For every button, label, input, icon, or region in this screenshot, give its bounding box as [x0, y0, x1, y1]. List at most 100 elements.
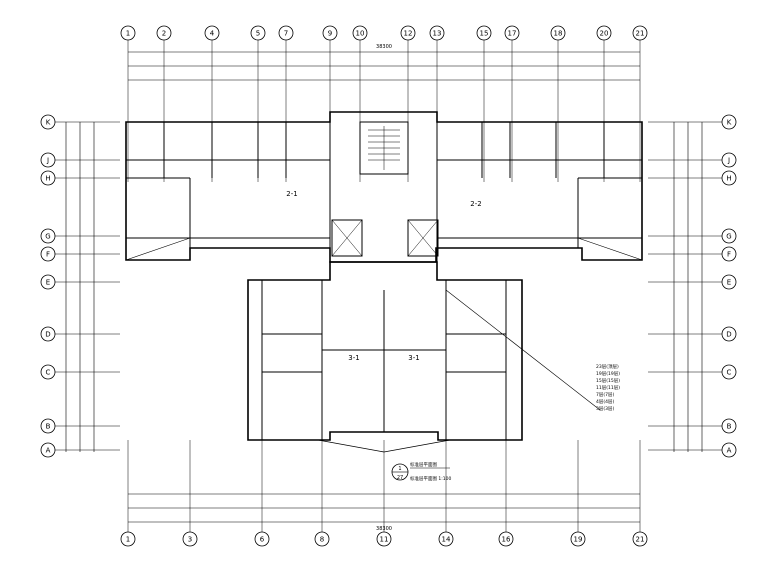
- axis-bubble: 1: [120, 25, 136, 41]
- axis-bubble: 8: [314, 531, 330, 547]
- axis-bubble: 14: [438, 531, 454, 547]
- axis-label: 9: [328, 30, 332, 38]
- axis-label: 17: [508, 30, 517, 38]
- axis-label: 4: [210, 30, 215, 38]
- title-caption-bottom: 标准层平面图 1:100: [410, 475, 452, 482]
- axis-bubble: 12: [400, 25, 416, 41]
- axis-bubble: B: [721, 418, 737, 434]
- unit-label-lower-right: 3-1: [408, 354, 419, 362]
- axis-label: G: [726, 233, 731, 241]
- axis-label: G: [45, 233, 50, 241]
- axis-bubble: B: [40, 418, 56, 434]
- axis-bubble: 21: [632, 531, 648, 547]
- axis-bubble: 19: [570, 531, 586, 547]
- axis-label: 20: [600, 30, 609, 38]
- axis-bubble: C: [40, 364, 56, 380]
- title-caption-top: 标准层平面图: [410, 461, 437, 468]
- axis-label: C: [46, 369, 51, 377]
- axis-bubble: F: [721, 246, 737, 262]
- unit-label-right: 2-2: [470, 200, 481, 208]
- axis-label: 15: [480, 30, 489, 38]
- top-overall-dim: 38300: [376, 44, 392, 50]
- axis-bubble: 15: [476, 25, 492, 41]
- axis-label: 12: [404, 30, 413, 38]
- axis-bubble: H: [721, 170, 737, 186]
- axis-grid: [55, 40, 722, 532]
- axis-label: 1: [126, 30, 130, 38]
- axis-label: A: [727, 447, 732, 455]
- axis-label: 1: [126, 536, 130, 544]
- axis-label: 3: [188, 536, 192, 544]
- axis-label: E: [46, 279, 50, 287]
- axis-label: 7: [284, 30, 288, 38]
- axis-bubble: C: [721, 364, 737, 380]
- axis-label: K: [46, 119, 51, 127]
- axis-bubble: 4: [204, 25, 220, 41]
- axis-label: H: [726, 175, 731, 183]
- axis-bubble: A: [40, 442, 56, 458]
- axis-label: B: [46, 423, 51, 431]
- axis-label: D: [45, 331, 50, 339]
- axis-bubble: 11: [376, 531, 392, 547]
- axis-bubble: 16: [498, 531, 514, 547]
- axis-bubble: E: [721, 274, 737, 290]
- axis-bubble: J: [40, 152, 56, 168]
- axis-label: J: [727, 157, 730, 165]
- axis-bubble: 18: [550, 25, 566, 41]
- axis-bubble: D: [721, 326, 737, 342]
- axis-bubble: 6: [254, 531, 270, 547]
- axis-label: F: [46, 251, 50, 259]
- axis-label: 14: [442, 536, 451, 544]
- axis-label: 21: [636, 30, 645, 38]
- axis-label: 13: [433, 30, 442, 38]
- axis-label: 19: [574, 536, 583, 544]
- axis-bubble: K: [721, 114, 737, 130]
- axis-label: 21: [636, 536, 645, 544]
- legend-item: 3层(3层): [596, 406, 614, 412]
- axis-bubble: 3: [182, 531, 198, 547]
- axis-label: 5: [256, 30, 260, 38]
- axis-bubble: 5: [250, 25, 266, 41]
- legend-item: 15层(15层): [596, 378, 620, 384]
- axis-bubble: 9: [322, 25, 338, 41]
- axis-label: F: [727, 251, 731, 259]
- legend-item: 11层(11层): [596, 385, 620, 391]
- axis-bubble: 13: [429, 25, 445, 41]
- legend-item: 4层(4层): [596, 399, 614, 405]
- axis-bubble: A: [721, 442, 737, 458]
- axis-bubble: 7: [278, 25, 294, 41]
- title-block: 1 27 标准层平面图 标准层平面图 1:100: [391, 461, 452, 482]
- axis-label: 16: [502, 536, 511, 544]
- floor-legend: 23层(顶层) 19层(19层) 15层(15层) 11层(11层) 7层(7层…: [596, 364, 620, 412]
- axis-label: H: [45, 175, 50, 183]
- unit-label-lower-left: 3-1: [348, 354, 359, 362]
- axis-bubble: 17: [504, 25, 520, 41]
- axis-bubble: F: [40, 246, 56, 262]
- building-walls: [125, 111, 643, 453]
- axis-label: 18: [554, 30, 563, 38]
- axis-label: C: [727, 369, 732, 377]
- axis-label: E: [727, 279, 731, 287]
- axis-label: K: [727, 119, 732, 127]
- title-number: 1: [398, 466, 401, 472]
- legend-item: 7层(7层): [596, 392, 614, 398]
- axis-bubble: 10: [352, 25, 368, 41]
- axis-bubble: E: [40, 274, 56, 290]
- axis-label: 2: [162, 30, 166, 38]
- axis-label: B: [727, 423, 732, 431]
- legend-item: 19层(19层): [596, 371, 620, 377]
- axis-label: D: [726, 331, 731, 339]
- title-sheet: 27: [397, 475, 403, 481]
- axis-bubble: 21: [632, 25, 648, 41]
- axis-bubble: 1: [120, 531, 136, 547]
- axis-bubble: D: [40, 326, 56, 342]
- legend-item: 23层(顶层): [596, 364, 619, 370]
- axis-bubble: G: [40, 228, 56, 244]
- axis-bubble: J: [721, 152, 737, 168]
- axis-bubble: H: [40, 170, 56, 186]
- axis-label: 11: [380, 536, 389, 544]
- axis-label: A: [46, 447, 51, 455]
- axis-bubble: G: [721, 228, 737, 244]
